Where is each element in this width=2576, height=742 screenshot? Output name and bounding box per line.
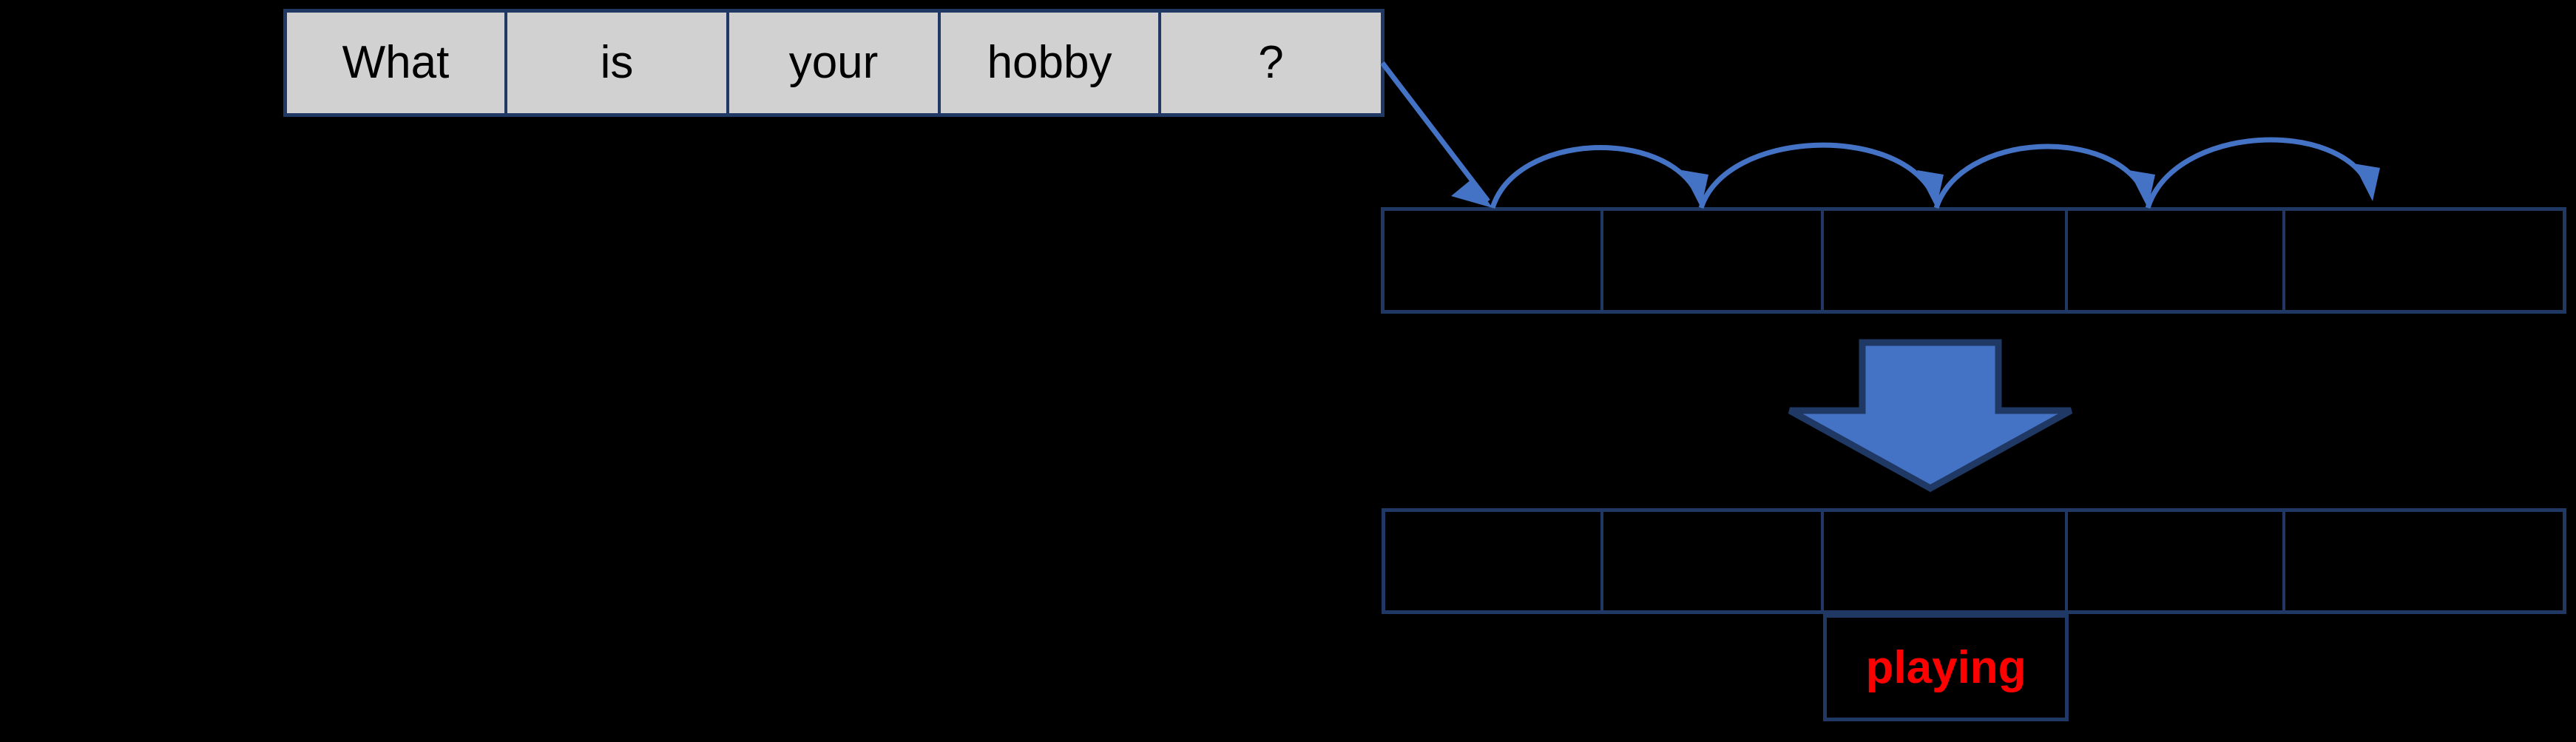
input-token-label-1: What <box>342 37 450 88</box>
decoder-state-cell-2[interactable] <box>1603 512 1825 610</box>
hop-arrow-1 <box>1490 145 1708 209</box>
input-token-cell-2[interactable]: is <box>507 13 729 113</box>
encoder-states-table <box>1381 207 2566 314</box>
hop-arrow-2 <box>1698 142 1944 209</box>
encoder-state-cell-5[interactable] <box>2285 211 2563 310</box>
decoder-states-table <box>1382 508 2566 614</box>
input-token-label-2: is <box>600 37 634 88</box>
decoder-state-cell-4[interactable] <box>2068 512 2286 610</box>
input-token-label-4: hobby <box>987 37 1112 88</box>
decoder-state-cell-5[interactable] <box>2285 512 2563 610</box>
decoder-state-cell-3[interactable] <box>1824 512 2069 610</box>
hop-arrow-3 <box>1933 144 2155 209</box>
encoder-state-cell-1[interactable] <box>1385 211 1604 310</box>
transfer-block-arrow <box>1788 339 2073 493</box>
encoder-state-cell-4[interactable] <box>2068 211 2286 310</box>
encoder-state-cell-3[interactable] <box>1824 211 2069 310</box>
input-sentence-table: What is your hobby ? <box>283 9 1385 117</box>
input-token-label-3: your <box>788 37 879 88</box>
input-token-cell-1[interactable]: What <box>287 13 507 113</box>
feed-arrow <box>1380 61 1492 208</box>
predicted-word-cell[interactable]: playing <box>1823 614 2069 721</box>
input-token-label-5: ? <box>1258 37 1284 88</box>
encoder-state-cell-2[interactable] <box>1603 211 1825 310</box>
input-token-cell-4[interactable]: hobby <box>941 13 1162 113</box>
hop-arrow-4 <box>2145 137 2380 209</box>
input-token-cell-3[interactable]: your <box>728 13 942 113</box>
predicted-word-label: playing <box>1865 641 2026 693</box>
decoder-state-cell-1[interactable] <box>1385 512 1604 610</box>
input-token-cell-5[interactable]: ? <box>1161 13 1381 113</box>
